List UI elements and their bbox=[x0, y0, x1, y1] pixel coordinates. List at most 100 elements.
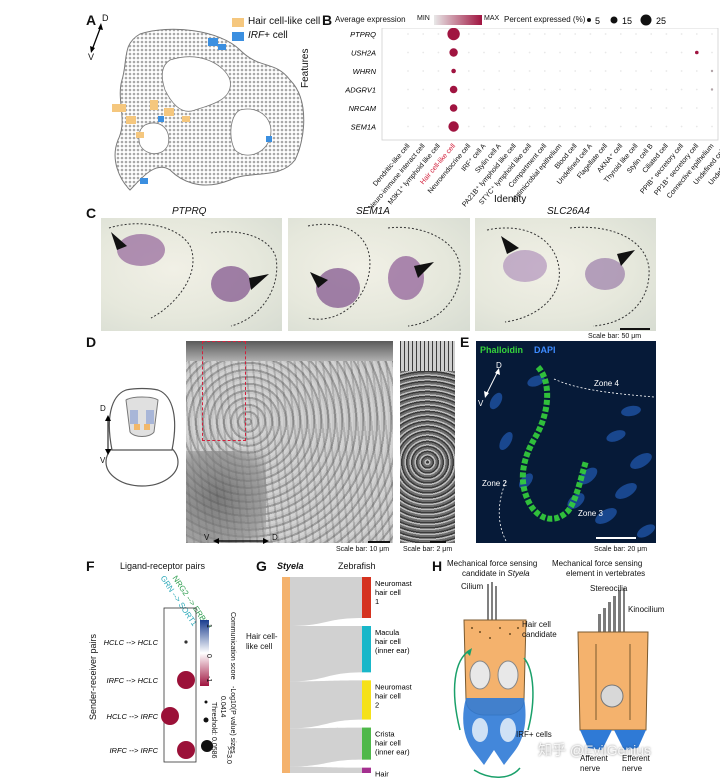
expression-dot bbox=[695, 88, 698, 91]
pct-label-5: 5 bbox=[595, 16, 600, 26]
features-axis-label: Features bbox=[300, 48, 311, 88]
expression-dot bbox=[528, 51, 531, 54]
cilium-label: Cilium bbox=[461, 582, 484, 591]
expression-dot bbox=[710, 88, 714, 91]
size-dot-large bbox=[201, 740, 213, 752]
expression-dot bbox=[467, 51, 470, 54]
size-dot-mid bbox=[203, 717, 209, 723]
sankey-target-label: Macula bbox=[375, 628, 400, 637]
expression-dot bbox=[665, 33, 668, 35]
expression-dot bbox=[604, 33, 607, 35]
expression-dot bbox=[574, 70, 577, 72]
scale-bar-line-c bbox=[620, 328, 650, 330]
expression-dot bbox=[543, 33, 546, 35]
zoom-region-box bbox=[202, 341, 246, 441]
scale-bar-c: Scale bar: 50 μm bbox=[588, 333, 642, 340]
sankey-target-node bbox=[362, 577, 371, 618]
sankey-target-label: Hair bbox=[375, 770, 389, 778]
expression-dot bbox=[650, 88, 653, 91]
sankey-target-label: (inner ear) bbox=[375, 748, 410, 757]
expression-dot bbox=[543, 51, 546, 54]
expression-dot bbox=[559, 70, 561, 72]
sender-receiver-label: HCLC --> IRFC bbox=[107, 712, 159, 721]
expression-dot bbox=[559, 107, 561, 109]
size-dot-small bbox=[204, 700, 208, 704]
panel-d-compass: D V bbox=[98, 404, 118, 465]
panel-e-letter: E bbox=[460, 334, 470, 350]
pct-dot-small bbox=[587, 18, 591, 22]
expression-dot bbox=[559, 51, 561, 54]
sankey-target-header: Zebrafish bbox=[338, 561, 376, 571]
compass-v-label: V bbox=[88, 52, 95, 62]
fluorescence-image: Phalloidin DAPI D V Zone 4 Zone 2 Zone 3 bbox=[476, 341, 656, 543]
dotplot: PTPRQUSH2AWHRNADGRV1NRCAMSEM1ADendritic-… bbox=[344, 28, 720, 208]
feature-label: USH2A bbox=[351, 49, 376, 58]
expression-dot bbox=[407, 70, 409, 72]
expression-dot bbox=[437, 51, 440, 54]
expression-dot bbox=[407, 51, 409, 54]
expression-dot bbox=[680, 125, 683, 128]
expression-dot bbox=[589, 107, 592, 109]
sankey-flow bbox=[290, 727, 362, 767]
expression-dot bbox=[513, 70, 516, 72]
expression-dot bbox=[422, 33, 425, 35]
scale-bar-d2: Scale bar: 2 μm bbox=[403, 546, 453, 553]
tem-image-overview bbox=[186, 341, 393, 543]
expression-dot bbox=[574, 125, 577, 128]
arrowhead-icon bbox=[617, 250, 635, 266]
sender-receiver-label: HCLC --> HCLC bbox=[104, 638, 159, 647]
sankey-source-label: Hair cell-like cell bbox=[246, 632, 278, 651]
arrowhead-icon bbox=[111, 232, 127, 250]
expression-dot bbox=[695, 125, 698, 128]
expression-dot bbox=[604, 70, 607, 72]
panel-c-letter: C bbox=[86, 205, 97, 221]
scale-bar-e: Scale bar: 20 μm bbox=[594, 546, 648, 553]
sankey-target-label: Crista bbox=[375, 730, 395, 739]
colorbar-title: Communication score bbox=[229, 612, 236, 680]
expression-dot bbox=[665, 51, 668, 54]
expression-dot bbox=[513, 51, 516, 54]
feature-label: ADGRV1 bbox=[344, 86, 376, 95]
vertebrate-schematic bbox=[577, 588, 649, 750]
expression-dot bbox=[483, 51, 485, 54]
expression-dot bbox=[574, 33, 577, 35]
sankey-flow bbox=[290, 680, 362, 729]
sankey-target-node bbox=[362, 626, 371, 673]
expression-dot bbox=[711, 107, 713, 109]
expression-dot bbox=[680, 107, 683, 109]
expression-dot bbox=[619, 33, 622, 35]
percent-expressed-title: Percent expressed (%) bbox=[504, 15, 586, 24]
colorbar-tick-neg1: -1 bbox=[205, 676, 212, 683]
expression-dot bbox=[680, 88, 683, 91]
stain-label-phalloidin: Phalloidin bbox=[480, 345, 524, 355]
avg-expression-min: MIN bbox=[417, 15, 430, 22]
panel-d-letter: D bbox=[86, 334, 97, 350]
expression-dot bbox=[467, 33, 470, 35]
panel-b-letter: B bbox=[322, 12, 333, 28]
gene-label-sem1a: SEM1A bbox=[356, 206, 390, 217]
scale-bar-line-d1 bbox=[368, 541, 390, 543]
zone-3-label: Zone 3 bbox=[578, 509, 603, 518]
legend-label-hair-cell: Hair cell-like cell bbox=[248, 16, 321, 27]
lr-dot bbox=[177, 671, 195, 689]
expression-dot bbox=[589, 88, 592, 91]
watermark: 知乎 @EvilGenius bbox=[538, 742, 652, 758]
expression-dot bbox=[680, 70, 683, 72]
sankey-target-label: (inner ear) bbox=[375, 646, 410, 655]
expression-dot bbox=[619, 51, 622, 54]
avg-expression-title: Average expression bbox=[335, 15, 406, 24]
expression-dot bbox=[619, 88, 622, 91]
arrowhead-icon bbox=[414, 262, 434, 278]
compass-d-label: D bbox=[496, 361, 502, 370]
axis-d-label: D bbox=[272, 533, 278, 542]
expression-dot bbox=[543, 70, 546, 72]
expression-dot bbox=[437, 70, 440, 72]
expression-dot bbox=[559, 88, 561, 91]
sankey-flow bbox=[290, 766, 362, 773]
expression-dot bbox=[528, 70, 531, 72]
ligand-receptor-title: Ligand-receptor pairs bbox=[120, 561, 206, 571]
expression-dot bbox=[483, 33, 485, 35]
expression-dot bbox=[407, 125, 409, 128]
sankey-flow bbox=[290, 626, 362, 682]
